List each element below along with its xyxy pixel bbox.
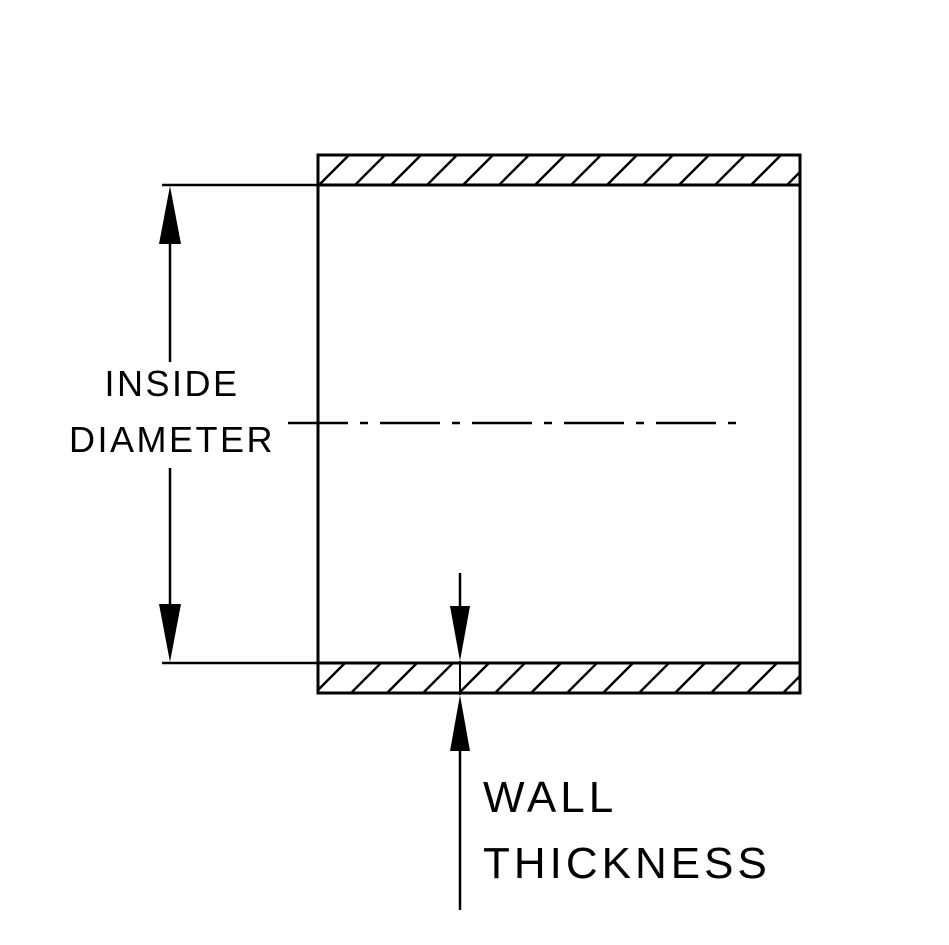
inside-diameter-dimension: INSIDE DIAMETER [69,183,318,665]
inside-diameter-label-line1: INSIDE [104,363,239,404]
arrow-down-icon [450,606,470,661]
tube-top-wall-hatch [316,153,802,187]
wall-thickness-dimension: WALL THICKNESS [450,573,771,910]
inside-diameter-label-line2: DIAMETER [69,419,275,460]
arrow-up-icon [159,186,181,244]
wall-thickness-label-line1: WALL [483,773,617,822]
arrow-down-icon [159,604,181,662]
wall-thickness-label-line2: THICKNESS [483,839,771,888]
tube-bottom-wall-hatch [316,661,802,695]
arrow-up-icon [450,695,470,751]
